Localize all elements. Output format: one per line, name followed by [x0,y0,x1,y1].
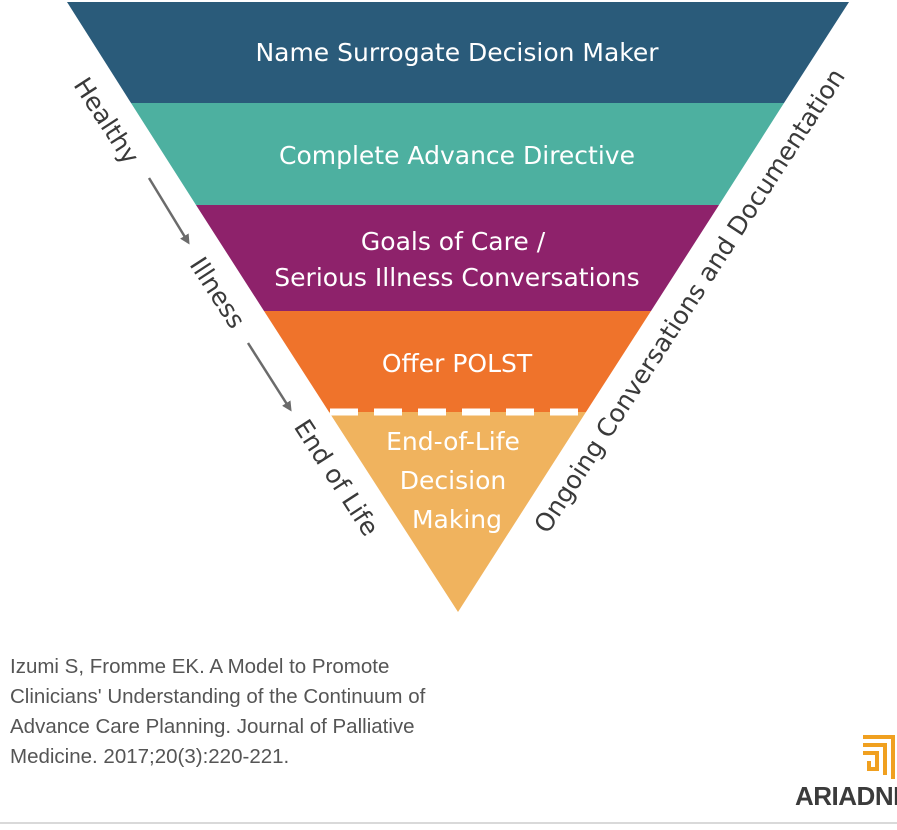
tier-5-label: End-of-Life Decision Making [386,427,528,534]
citation-line: Medicine. 2017;20(3):220-221. [10,745,290,768]
tier-1-shape [67,2,849,103]
ariadne-logo: ARIADNE [795,735,897,825]
ariadne-logo-text: ARIADNE [795,781,897,811]
citation-line: Izumi S, Fromme EK. A Model to Promote [10,655,390,678]
citation: Izumi S, Fromme EK. A Model to Promote C… [10,652,430,772]
citation-line: Advance Care Planning. Journal of Pallia… [10,715,415,738]
tier-4-label: Offer POLST [382,349,533,378]
citation-line: Clinicians' Understanding of the Continu… [10,685,426,708]
tier-3-label: Goals of Care / Serious Illness Conversa… [274,227,639,292]
tier-1-label: Name Surrogate Decision Maker [255,38,659,67]
arrow-illness-to-end-of-life [246,342,292,412]
ariadne-logo-icon [863,735,895,779]
tier-4-shape [264,311,651,412]
tier-3-shape [196,205,719,311]
bottom-divider [0,822,897,824]
tier-2-shape [131,103,784,205]
tier-5-shape [329,412,586,612]
tier-2-label: Complete Advance Directive [279,141,635,170]
arrow-healthy-to-illness [147,177,190,245]
